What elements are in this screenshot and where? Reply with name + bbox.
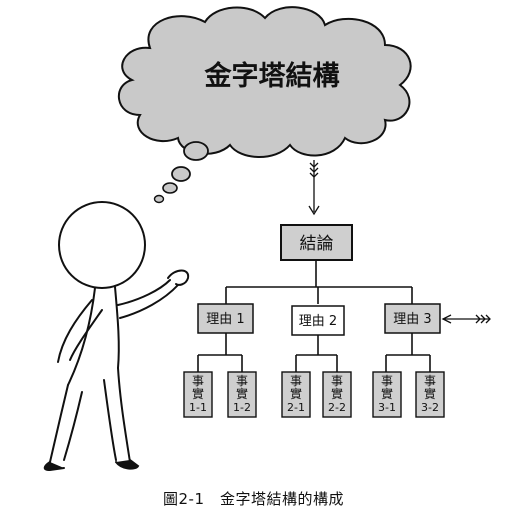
- fact-label-5-line2: 實: [381, 386, 393, 401]
- figure-left-arm: [57, 299, 103, 363]
- fact-label-4-line2: 實: [331, 386, 343, 401]
- conclusion-box: [280, 224, 353, 261]
- fact-box-3: [281, 371, 311, 418]
- reason-label-1: 理由 1: [206, 312, 244, 327]
- fact-label-3-line3: 2-1: [287, 401, 305, 414]
- thought-cloud: 金字塔結構: [117, 6, 412, 204]
- reason-nodes: 理由 1 理由 2 理由 3: [197, 303, 441, 336]
- figure-torso-right: [114, 286, 120, 369]
- reason-label-3: 理由 3: [393, 312, 431, 327]
- figure-hand: [167, 269, 190, 286]
- thought-bubble-3: [162, 182, 178, 194]
- conclusion-label: 結論: [300, 234, 334, 254]
- figure-right-foot: [115, 459, 140, 470]
- thought-bubble-2: [171, 166, 191, 182]
- down-arrow: [308, 160, 320, 216]
- stick-figure: [43, 201, 190, 472]
- fact-label-6-line1: 事: [424, 374, 436, 388]
- fact-label-6-line3: 3-2: [421, 401, 439, 414]
- thought-bubble-4: [153, 194, 165, 204]
- figure-left-foot: [43, 461, 65, 472]
- fact-label-4-line1: 事: [331, 374, 343, 388]
- side-arrow: [441, 314, 491, 324]
- fact-box-2: [227, 371, 257, 418]
- fact-box-1: [183, 371, 213, 418]
- figure-caption: 圖2-1 金字塔結構的構成: [162, 490, 344, 508]
- fact-label-2-line3: 1-2: [233, 401, 251, 414]
- figure-head: [58, 201, 146, 289]
- figure-right-leg: [103, 367, 131, 463]
- fact-label-1-line2: 實: [192, 386, 204, 401]
- reason-box-1: [197, 303, 254, 334]
- fact-box-6: [415, 371, 445, 418]
- fact-label-3-line2: 實: [290, 386, 302, 401]
- figure-right-arm: [117, 279, 179, 319]
- fact-box-4: [322, 371, 352, 418]
- fact-label-2-line2: 實: [236, 386, 248, 401]
- figure-torso: [67, 287, 96, 386]
- fact-label-1-line3: 1-1: [189, 401, 207, 414]
- thought-bubble-1: [183, 141, 209, 161]
- tree-connectors: [197, 260, 431, 372]
- fact-label-3-line1: 事: [290, 374, 302, 388]
- cloud-shape: [117, 6, 412, 158]
- conclusion-node: 結論: [280, 224, 353, 261]
- fact-label-6-line2: 實: [424, 386, 436, 401]
- cloud-title: 金字塔結構: [204, 60, 340, 92]
- fact-label-5-line3: 3-1: [378, 401, 396, 414]
- fact-label-5-line1: 事: [381, 374, 393, 388]
- fact-label-2-line1: 事: [236, 374, 248, 388]
- figure-left-leg: [49, 384, 83, 463]
- fact-label-1-line1: 事: [192, 374, 204, 388]
- fact-box-5: [372, 371, 402, 418]
- reason-box-2: [291, 305, 345, 336]
- reason-box-3: [384, 303, 441, 334]
- reason-label-2: 理由 2: [299, 314, 337, 329]
- fact-label-4-line3: 2-2: [328, 401, 346, 414]
